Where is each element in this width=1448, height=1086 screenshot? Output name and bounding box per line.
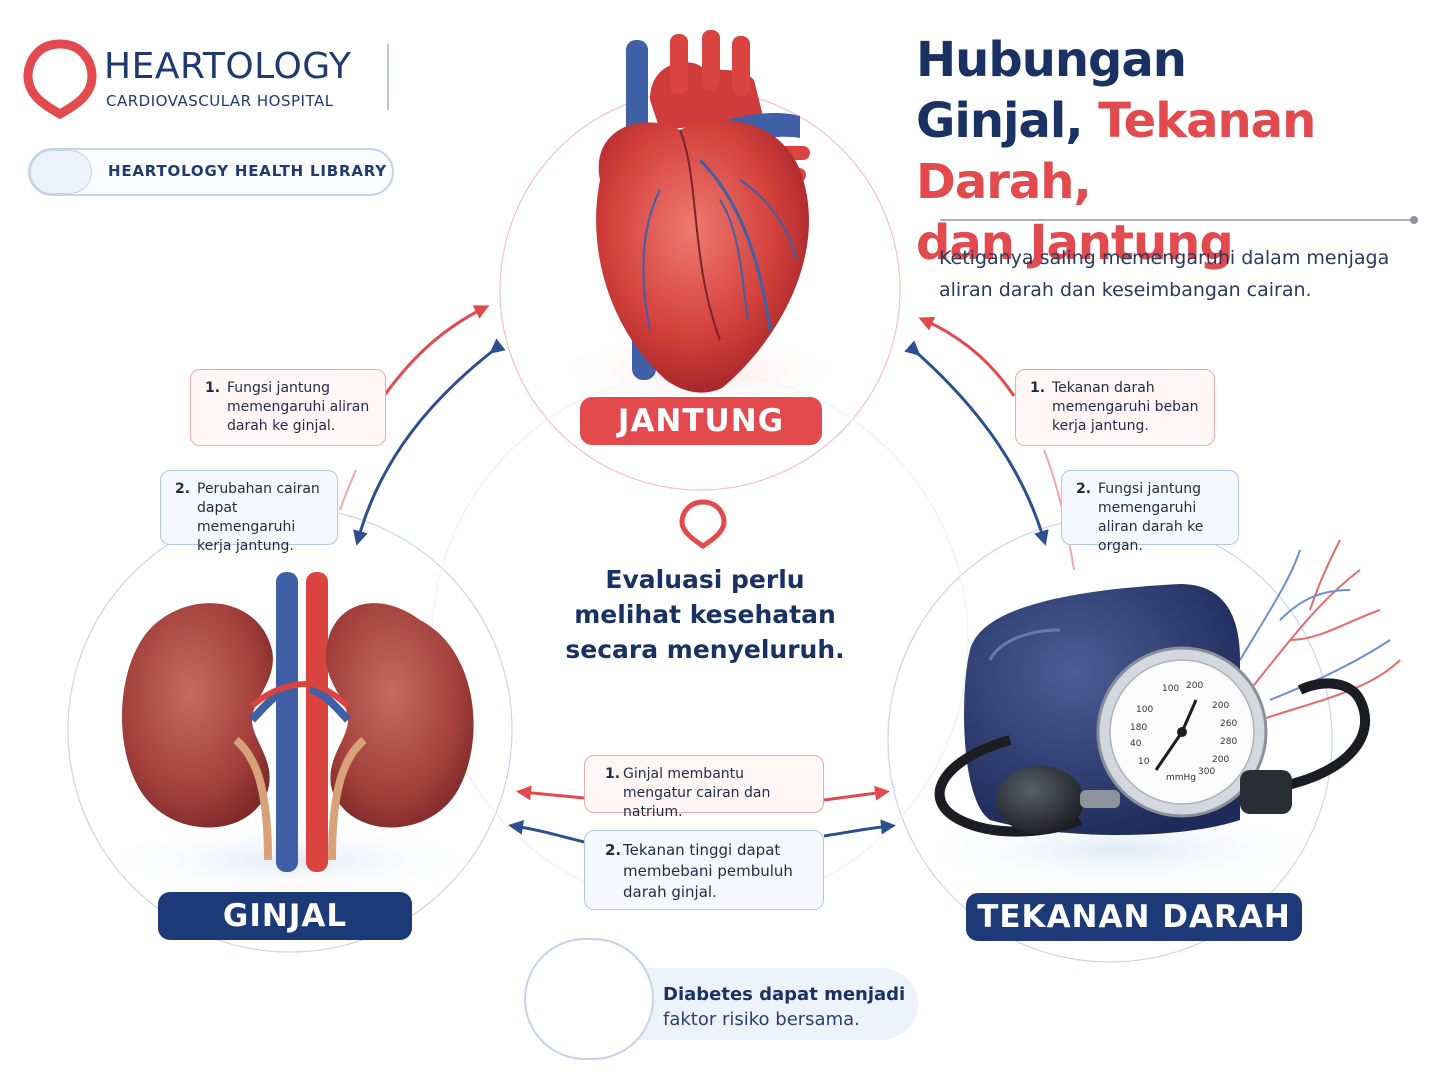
svg-text:100: 100: [1162, 684, 1179, 694]
heart-illustration: [596, 30, 810, 393]
svg-text:10: 10: [1138, 757, 1150, 767]
diabetes-icon-circle: [524, 938, 654, 1060]
heartology-logo-icon: [23, 39, 97, 120]
note-right-1-num: 1.: [1030, 380, 1046, 396]
note-right-2-text: Fungsi jantung memengaruhi aliran darah …: [1098, 481, 1204, 554]
svg-text:40: 40: [1130, 739, 1142, 749]
diabetes-line-1: Diabetes dapat menjadi: [663, 984, 906, 1005]
svg-text:260: 260: [1220, 719, 1237, 729]
note-right-1-text: Tekanan darah memengaruhi beban kerja ja…: [1052, 380, 1199, 434]
diabetes-line-2: faktor risiko bersama.: [663, 1009, 860, 1030]
note-right-2-num: 2.: [1076, 481, 1092, 497]
arrow-kidney-pressure-red: [516, 785, 890, 802]
page-title: Hubungan Ginjal, Tekanan Darah, dan Jant…: [916, 30, 1448, 274]
title-rule: [940, 219, 1412, 221]
note-right-2: 2. Fungsi jantung memengaruhi aliran dar…: [1061, 470, 1239, 554]
title-rule-dot: [1410, 216, 1418, 224]
brand-name: HEARTOLOGY: [104, 46, 352, 87]
node-label-jantung: JANTUNG: [580, 397, 822, 445]
note-left-1-text: Fungsi jantung memengaruhi aliran darah …: [227, 380, 370, 434]
note-left-2-num: 2.: [175, 481, 191, 497]
page-subtitle: Ketiganya saling memengaruhi dalam menja…: [939, 247, 1390, 301]
svg-text:200: 200: [1212, 755, 1229, 765]
note-right-1: 1. Tekanan darah memengaruhi beban kerja…: [1015, 369, 1215, 446]
svg-text:280: 280: [1220, 737, 1237, 747]
title-line-2-a: Ginjal,: [916, 93, 1099, 149]
title-line-2: Ginjal, Tekanan Darah,: [916, 91, 1448, 213]
svg-text:mmHg: mmHg: [1166, 773, 1196, 783]
note-bottom-1-text: Ginjal membantu mengatur cairan dan natr…: [623, 766, 771, 820]
svg-text:200: 200: [1186, 681, 1203, 691]
health-library-icon-wrap: [30, 150, 92, 194]
brand-divider: [387, 44, 389, 110]
title-line-2-b: Tekanan Darah,: [916, 93, 1316, 210]
svg-text:180: 180: [1130, 723, 1147, 733]
note-left-1: 1. Fungsi jantung memengaruhi aliran dar…: [190, 369, 386, 446]
note-bottom-2-text: Tekanan tinggi dapat membebani pembuluh …: [623, 841, 793, 901]
note-bottom-2: 2. Tekanan tinggi dapat membebani pembul…: [584, 830, 824, 910]
health-library-label: HEARTOLOGY HEALTH LIBRARY: [108, 162, 387, 180]
diabetes-text: Diabetes dapat menjadi faktor risiko ber…: [663, 982, 905, 1032]
note-bottom-2-num: 2.: [605, 841, 622, 859]
center-message: Evaluasi perlu melihat kesehatan secara …: [565, 565, 845, 664]
title-line-3: dan Jantung: [916, 215, 1234, 271]
svg-text:300: 300: [1198, 767, 1215, 777]
brand-subtitle: CARDIOVASCULAR HOSPITAL: [106, 92, 334, 110]
note-bottom-1: 1. Ginjal membantu mengatur cairan dan n…: [584, 755, 824, 820]
location-marker-icon: [679, 499, 727, 550]
arrow-kidney-pressure-blue: [508, 819, 896, 844]
svg-text:200: 200: [1212, 701, 1229, 711]
node-label-ginjal: GINJAL: [158, 892, 412, 940]
note-bottom-1-num: 1.: [605, 766, 621, 782]
title-line-1: Hubungan: [916, 32, 1187, 88]
kidney-illustration: [121, 572, 474, 872]
note-left-1-num: 1.: [205, 380, 221, 396]
arrow-heart-kidney-blue: [353, 338, 506, 546]
node-label-tekanan-darah: TEKANAN DARAH: [966, 893, 1302, 941]
svg-text:100: 100: [1136, 705, 1153, 715]
note-left-2-text: Perubahan cairan dapat memengaruhi kerja…: [197, 481, 320, 554]
note-left-2: 2. Perubahan cairan dapat memengaruhi ke…: [160, 470, 338, 554]
arrow-heart-pressure-blue: [904, 340, 1049, 546]
